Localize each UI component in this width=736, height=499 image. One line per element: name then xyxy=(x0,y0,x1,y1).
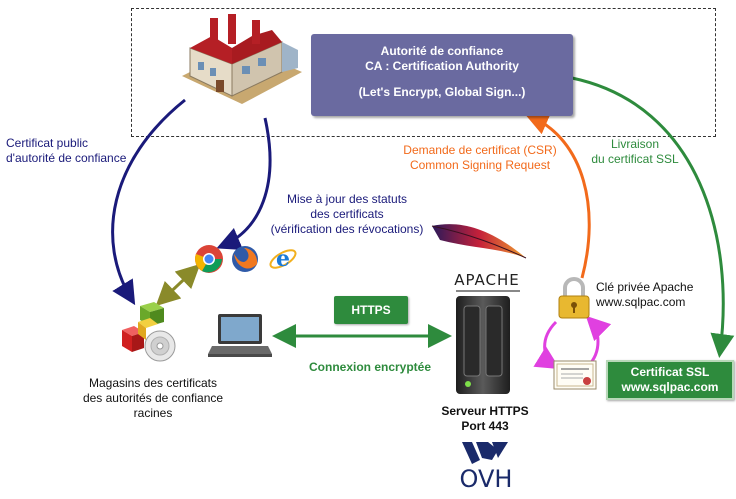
arrow-public-cert xyxy=(111,98,186,306)
encrypted-connection-label: Connexion encryptée xyxy=(309,360,432,374)
server-label: Serveur HTTPS Port 443 xyxy=(425,404,545,434)
private-key-label: Clé privée Apache www.sqlpac.com xyxy=(596,280,693,310)
ssl-line2: www.sqlpac.com xyxy=(621,380,719,394)
ca-examples: (Let's Encrypt, Global Sign...) xyxy=(358,85,526,99)
factory-icon xyxy=(182,14,302,104)
delivery-label: Livraison du certificat SSL xyxy=(585,137,685,167)
apache-feather-icon xyxy=(431,224,527,259)
certificate-authority-box: Autorité de confiance CA : Certification… xyxy=(311,34,573,116)
chrome-icon xyxy=(195,245,223,273)
stores-line2: des autorités de confiance xyxy=(82,391,224,405)
padlock-icon xyxy=(558,277,590,319)
arrow-status-update xyxy=(216,117,272,251)
status-line1: Mise à jour des statuts xyxy=(286,192,408,206)
laptop-icon xyxy=(208,314,272,357)
status-update-label: Mise à jour des statuts des certificats … xyxy=(262,192,432,237)
delivery-line1: Livraison xyxy=(610,137,660,151)
ca-zone-boundary xyxy=(131,8,716,137)
private-key-line2: www.sqlpac.com xyxy=(596,295,686,309)
stores-line1: Magasins des certificats xyxy=(88,376,218,390)
ca-subtitle: CA : Certification Authority xyxy=(365,59,519,73)
csr-line1: Demande de certificat (CSR) xyxy=(403,143,557,157)
https-badge: HTTPS xyxy=(334,296,408,324)
csr-label: Demande de certificat (CSR) Common Signi… xyxy=(380,143,580,173)
apache-logo-text: APACHE xyxy=(454,271,520,289)
arrow-csr xyxy=(524,112,591,279)
svg-text:e: e xyxy=(276,246,290,272)
ssl-line1: Certificat SSL xyxy=(630,365,710,379)
certificate-stores-icon xyxy=(122,302,176,362)
server-icon xyxy=(456,296,510,394)
status-line3: (vérification des révocations) xyxy=(270,222,424,236)
delivery-line2: du certificat SSL xyxy=(591,152,679,166)
ovh-logo-text: OVH xyxy=(459,465,513,493)
public-cert-line2: d'autorité de confiance xyxy=(6,151,127,165)
private-key-line1: Clé privée Apache xyxy=(596,280,694,294)
apache-underline xyxy=(456,290,520,292)
internet-explorer-icon: e xyxy=(269,246,297,272)
public-cert-line1: Certificat public xyxy=(6,136,89,150)
status-line2: des certificats xyxy=(310,207,384,221)
csr-line2: Common Signing Request xyxy=(409,158,551,172)
certificate-document-icon xyxy=(553,360,597,390)
stores-line3: racines xyxy=(133,406,173,420)
server-line1: Serveur HTTPS xyxy=(441,404,529,418)
firefox-icon xyxy=(232,246,258,272)
server-line2: Port 443 xyxy=(461,419,509,433)
certificate-stores-label: Magasins des certificats des autorités d… xyxy=(60,376,246,421)
arrow-key-to-cert xyxy=(533,320,561,370)
ca-title: Autorité de confiance xyxy=(380,44,504,58)
ssl-certificate-box: Certificat SSL www.sqlpac.com xyxy=(606,360,734,400)
ovh-logo-icon xyxy=(462,442,508,464)
arrow-stores-browsers xyxy=(155,263,201,307)
arrow-delivery xyxy=(571,76,735,358)
public-cert-label: Certificat public d'autorité de confianc… xyxy=(6,136,126,166)
